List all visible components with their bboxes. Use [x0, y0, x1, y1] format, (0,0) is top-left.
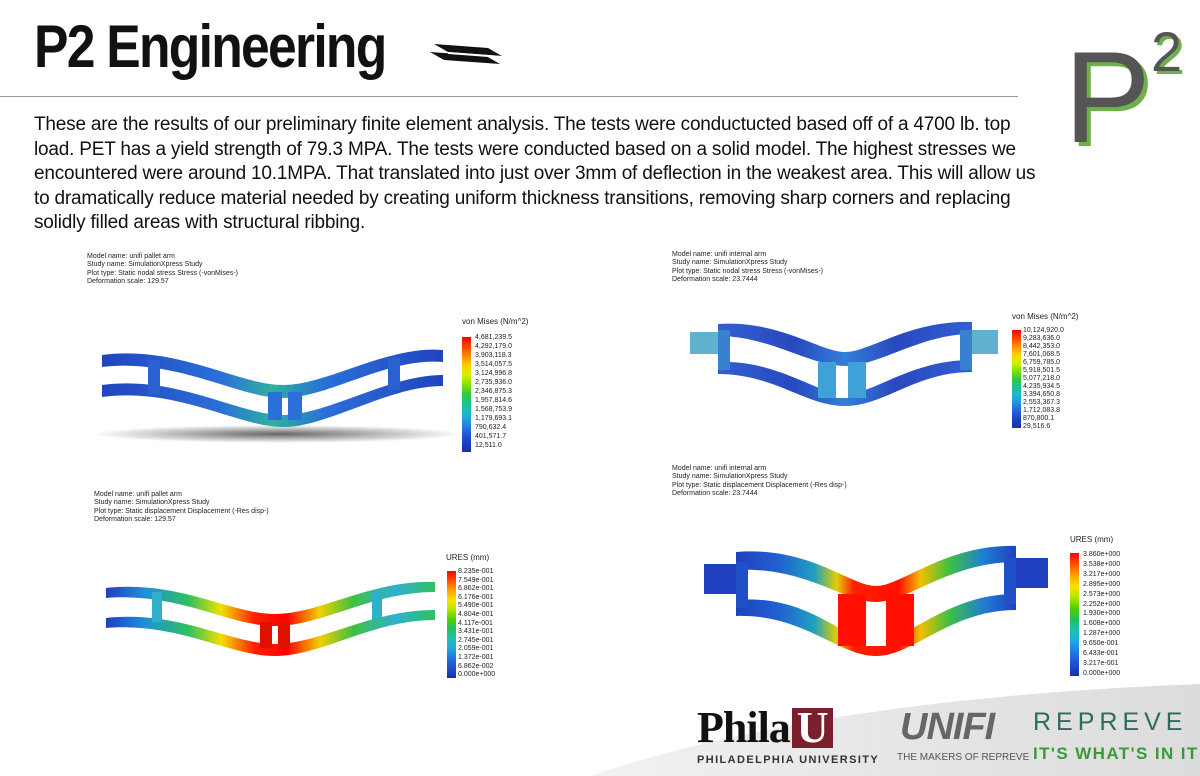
svg-text:P: P: [1064, 24, 1151, 158]
philau-subtitle: PHILADELPHIA UNIVERSITY: [697, 754, 880, 766]
p2-logo: P P 2 2: [1064, 20, 1185, 158]
pallet-arm-stress-model: [93, 349, 458, 443]
plot-metadata: Model name: unifi internal arm Study nam…: [672, 465, 847, 498]
svg-text:2: 2: [1154, 23, 1185, 86]
internal-arm-displacement-model: [704, 545, 1048, 656]
footer-swoosh: [590, 684, 1200, 776]
plot-metadata: Model name: unifi pallet arm Study name:…: [87, 253, 238, 286]
intro-paragraph: These are the results of our preliminary…: [34, 114, 1036, 233]
pallet-arm-displacement-model: [106, 581, 435, 656]
plot-metadata: Model name: unifi internal arm Study nam…: [672, 251, 823, 284]
legend-title: URES (mm): [1070, 535, 1114, 544]
legend-title: von Mises (N/m^2): [462, 317, 529, 326]
internal-arm-stress-model: [690, 321, 998, 406]
color-scale-bar: [1070, 553, 1079, 676]
repreve-logo: REPREVE: [1033, 708, 1188, 736]
header-divider: [0, 96, 1018, 97]
color-scale-bar: [447, 571, 456, 678]
legend-title: von Mises (N/m^2): [1012, 312, 1079, 321]
repreve-tagline: IT'S WHAT'S IN IT: [1033, 744, 1199, 763]
legend-title: URES (mm): [446, 553, 490, 562]
svg-text:2: 2: [1151, 20, 1182, 83]
plot-metadata: Model name: unifi pallet arm Study name:…: [94, 491, 269, 524]
color-scale-bar: [1012, 330, 1021, 428]
unifi-logo: UNIFI: [900, 706, 995, 748]
color-scale-bar: [462, 337, 471, 452]
pallet-icon: [430, 44, 502, 64]
page-title: P2 Engineering: [34, 13, 387, 80]
unifi-subtitle: THE MAKERS OF REPREVE: [897, 752, 1030, 763]
svg-text:P: P: [1068, 28, 1155, 158]
